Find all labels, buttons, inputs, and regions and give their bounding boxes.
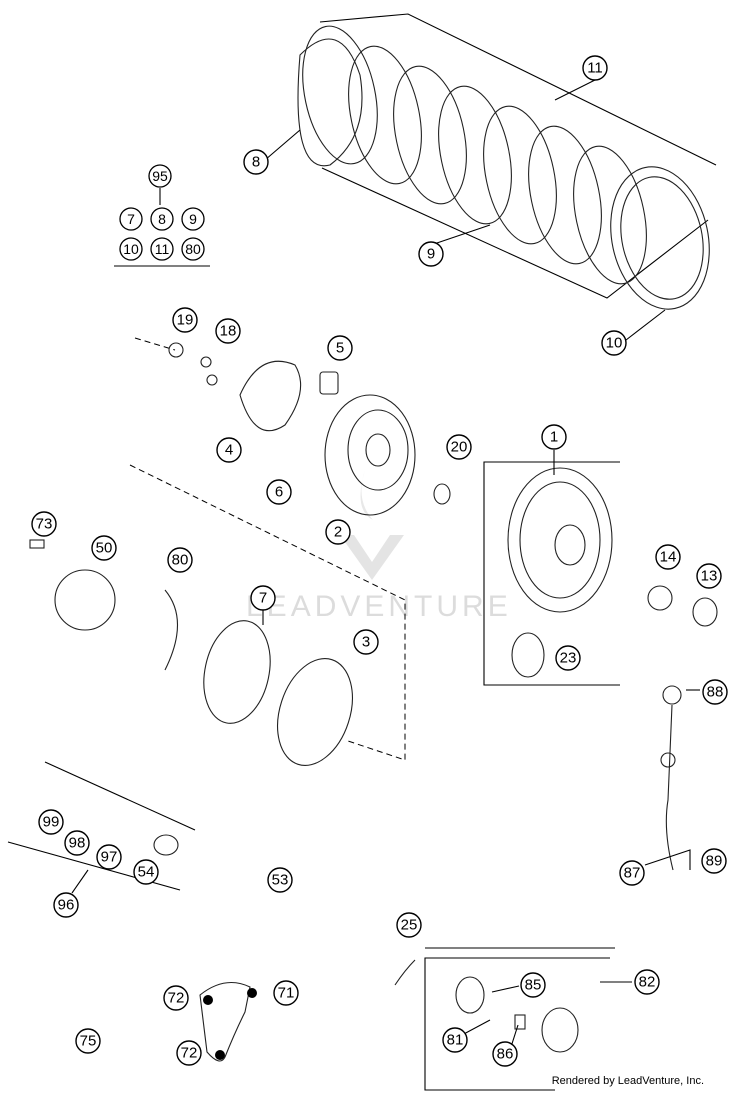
callout-11[interactable]: 11 [587, 60, 603, 77]
callout-72-lower[interactable]: 72 [181, 1045, 198, 1062]
kit-member-11[interactable]: 11 [155, 241, 170, 257]
callout-14[interactable]: 14 [660, 549, 677, 566]
callout-13[interactable]: 13 [701, 568, 718, 585]
watermark-logo: LEADVENTURE [246, 470, 512, 623]
callout-7[interactable]: 7 [259, 590, 267, 607]
leader-lines [71, 79, 700, 1051]
callout-53[interactable]: 53 [272, 872, 289, 889]
render-credit: Rendered by LeadVenture, Inc. [551, 1075, 704, 1087]
kit-95-group: 95 7 8 9 10 11 80 [114, 164, 210, 267]
kit-82-group [424, 947, 615, 1091]
misc-parts [29, 539, 718, 871]
callout-4[interactable]: 4 [225, 442, 233, 459]
callout-99[interactable]: 99 [43, 814, 60, 831]
callout-18[interactable]: 18 [220, 323, 237, 340]
callout-50[interactable]: 50 [96, 540, 113, 557]
release-lever-parts [199, 959, 416, 1062]
callout-2[interactable]: 2 [334, 524, 342, 541]
clutch-hub-parts [134, 337, 451, 516]
callout-5[interactable]: 5 [336, 340, 344, 357]
kit-label[interactable]: 95 [152, 168, 168, 184]
callout-96[interactable]: 96 [58, 897, 75, 914]
clutch-plate-stack [297, 13, 717, 310]
callout-87[interactable]: 87 [624, 865, 641, 882]
callout-8[interactable]: 8 [252, 154, 260, 171]
callout-20[interactable]: 20 [451, 439, 468, 456]
kit-member-9[interactable]: 9 [189, 211, 197, 227]
callout-97[interactable]: 97 [101, 849, 118, 866]
callout-81[interactable]: 81 [447, 1032, 464, 1049]
callout-86[interactable]: 86 [497, 1046, 514, 1063]
watermark-text: LEADVENTURE [246, 590, 512, 623]
callout-23[interactable]: 23 [560, 650, 577, 667]
callout-1[interactable]: 1 [550, 429, 558, 446]
assembly-dashline [129, 464, 406, 761]
kit-96-group [7, 761, 196, 891]
callout-85[interactable]: 85 [525, 977, 542, 994]
callout-98[interactable]: 98 [69, 835, 86, 852]
kit-member-7[interactable]: 7 [127, 211, 135, 227]
callout-89[interactable]: 89 [706, 853, 723, 870]
callout-19[interactable]: 19 [177, 312, 194, 329]
callout-72-upper[interactable]: 72 [168, 990, 185, 1007]
kit-label-circle [148, 164, 172, 188]
callout-75[interactable]: 75 [80, 1033, 97, 1050]
callout-88[interactable]: 88 [707, 684, 724, 701]
callout-9[interactable]: 9 [427, 246, 435, 263]
callout-3[interactable]: 3 [362, 634, 370, 651]
callout-10[interactable]: 10 [606, 335, 623, 352]
kit-member-80[interactable]: 80 [185, 241, 201, 257]
callout-82[interactable]: 82 [639, 974, 656, 991]
callout-73[interactable]: 73 [36, 516, 53, 533]
callout-54[interactable]: 54 [138, 864, 155, 881]
kit-member-10[interactable]: 10 [123, 241, 139, 257]
callout-71[interactable]: 71 [278, 985, 295, 1002]
callout-25[interactable]: 25 [401, 917, 418, 934]
callout-80[interactable]: 80 [172, 552, 189, 569]
primary-gear-group [483, 461, 620, 686]
callout-6[interactable]: 6 [275, 484, 283, 501]
kit-member-8[interactable]: 8 [158, 211, 166, 227]
